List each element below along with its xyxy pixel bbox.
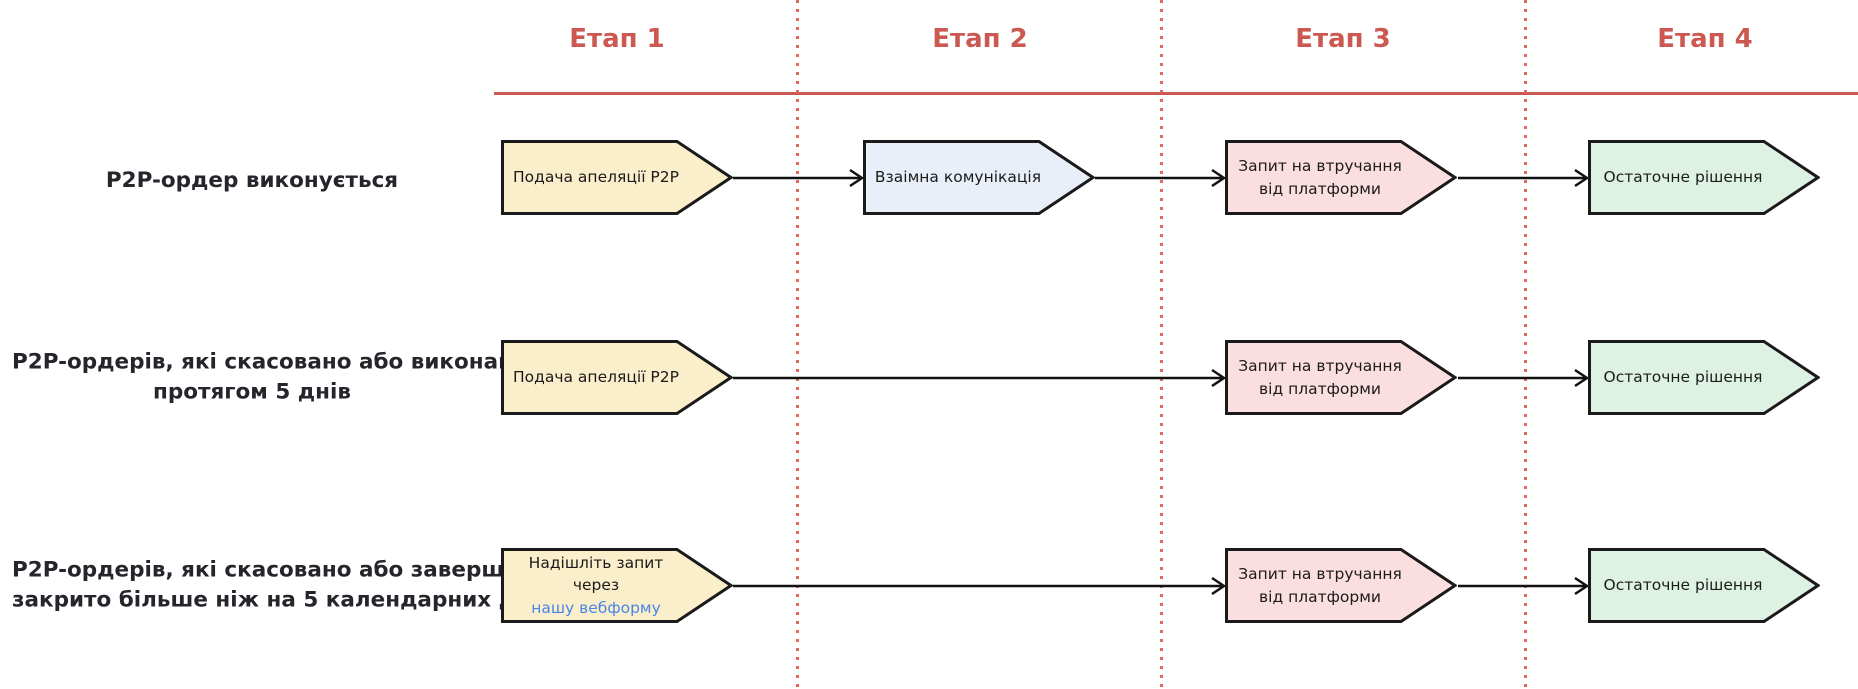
pentagon-shape [1225,340,1457,415]
flow-arrow [1095,166,1227,190]
row-label-cancelled-within-5-days: P2P-ордерів, які скасовано або виконано … [12,349,528,404]
webform-text: Надішліть запит через [528,553,664,595]
pentagon-shape [1588,140,1820,215]
pentagon-shape [1588,340,1820,415]
stage-header-1: Етап 1 [569,24,665,54]
box-label: Остаточне рішення [1603,368,1763,387]
box-platform-intervention-row2: Запит на втручання від платформи [1225,340,1457,415]
flow-arrow [1458,366,1590,390]
box-final-decision-row3: Остаточне рішення [1588,548,1820,623]
box-label: Запит на втручання від платформи [1238,157,1402,198]
stage-separator-dotted-1 [796,0,799,689]
pentagon-shape [1225,140,1457,215]
pentagon-shape [1225,548,1457,623]
flow-arrow-long [733,574,1227,598]
box-webform-request-row3: Надішліть запит через нашу вебформу [501,548,733,623]
stage-separator-dotted-2 [1160,0,1163,689]
pentagon-shape [501,548,733,623]
box-label: Надішліть запит через нашу вебформу [507,548,685,623]
row-label-order-in-progress: P2P-ордер виконується [105,168,399,194]
box-final-decision-row1: Остаточне рішення [1588,140,1820,215]
box-appeal-submission-row1: Подача апеляції P2P [501,140,733,215]
box-label: Запит на втручання від платформи [1238,565,1402,606]
pentagon-shape [501,340,733,415]
row-label-closed-over-5-days: P2P-ордерів, які скасовано або завершено… [12,557,571,612]
box-label: Остаточне рішення [1603,576,1763,595]
box-label: Остаточне рішення [1603,168,1763,187]
box-label: Подача апеляції P2P [513,168,679,187]
box-platform-intervention-row1: Запит на втручання від платформи [1225,140,1457,215]
flow-arrow-long [733,366,1227,390]
flow-arrow [1458,166,1590,190]
flow-arrow [733,166,865,190]
box-label: Запит на втручання від платформи [1238,357,1402,398]
stage-header-3: Етап 3 [1295,24,1391,54]
box-mutual-communication-row1: Взаімна комунікація [863,140,1095,215]
pentagon-shape [863,140,1095,215]
flow-arrow [1458,574,1590,598]
stage-header-4: Етап 4 [1657,24,1753,54]
webform-link[interactable]: нашу вебформу [531,598,661,617]
box-label: Взаімна комунікація [874,168,1042,187]
stage-header-2: Етап 2 [932,24,1028,54]
stage-separator-dotted-3 [1524,0,1527,689]
pentagon-shape [501,140,733,215]
stage-underline [494,92,1858,95]
box-final-decision-row2: Остаточне рішення [1588,340,1820,415]
box-label: Подача апеляції P2P [513,368,679,387]
pentagon-shape [1588,548,1820,623]
box-appeal-submission-row2: Подача апеляції P2P [501,340,733,415]
box-platform-intervention-row3: Запит на втручання від платформи [1225,548,1457,623]
